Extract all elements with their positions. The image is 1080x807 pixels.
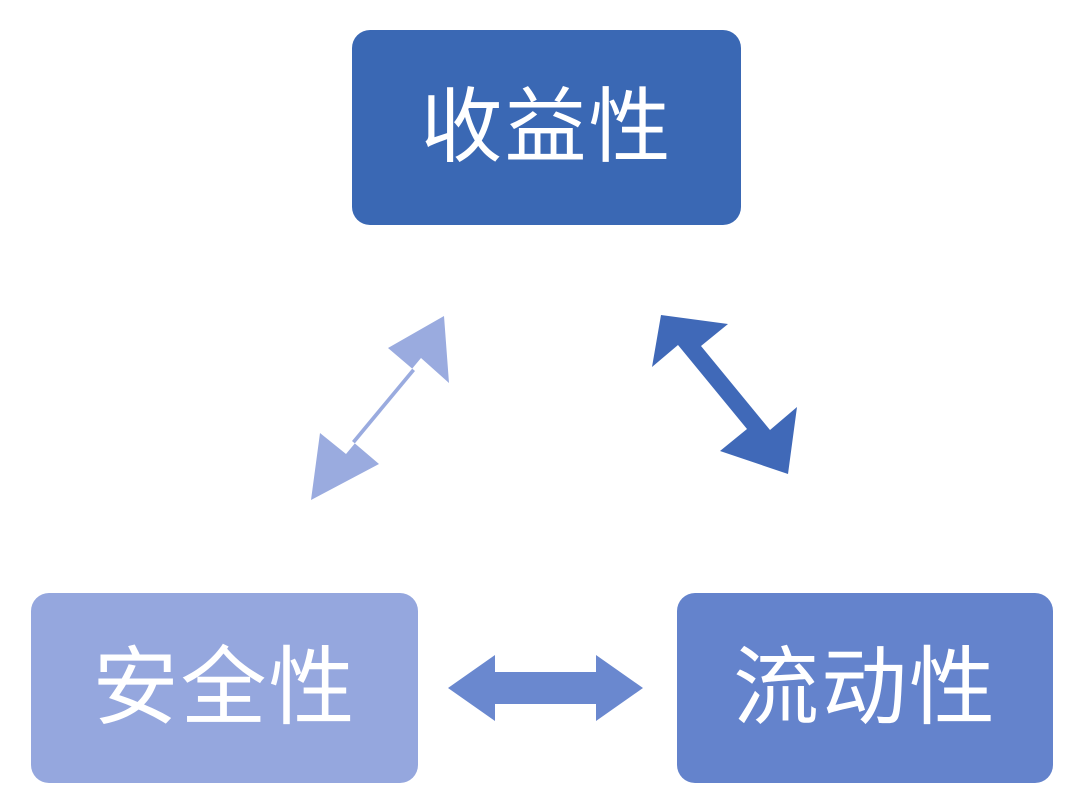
node-liquidity[interactable]: 流动性 [677,593,1053,783]
node-safety-label: 安全性 [92,638,357,738]
double-arrow-diagonal-up-right-icon [311,316,449,500]
double-arrow-diagonal-down-right-icon [652,315,797,474]
node-profitability-label: 收益性 [420,79,673,175]
node-profitability[interactable]: 收益性 [352,30,741,225]
node-safety[interactable]: 安全性 [31,593,418,783]
double-arrow-horizontal-icon [448,655,643,721]
node-liquidity-label: 流动性 [733,638,997,738]
